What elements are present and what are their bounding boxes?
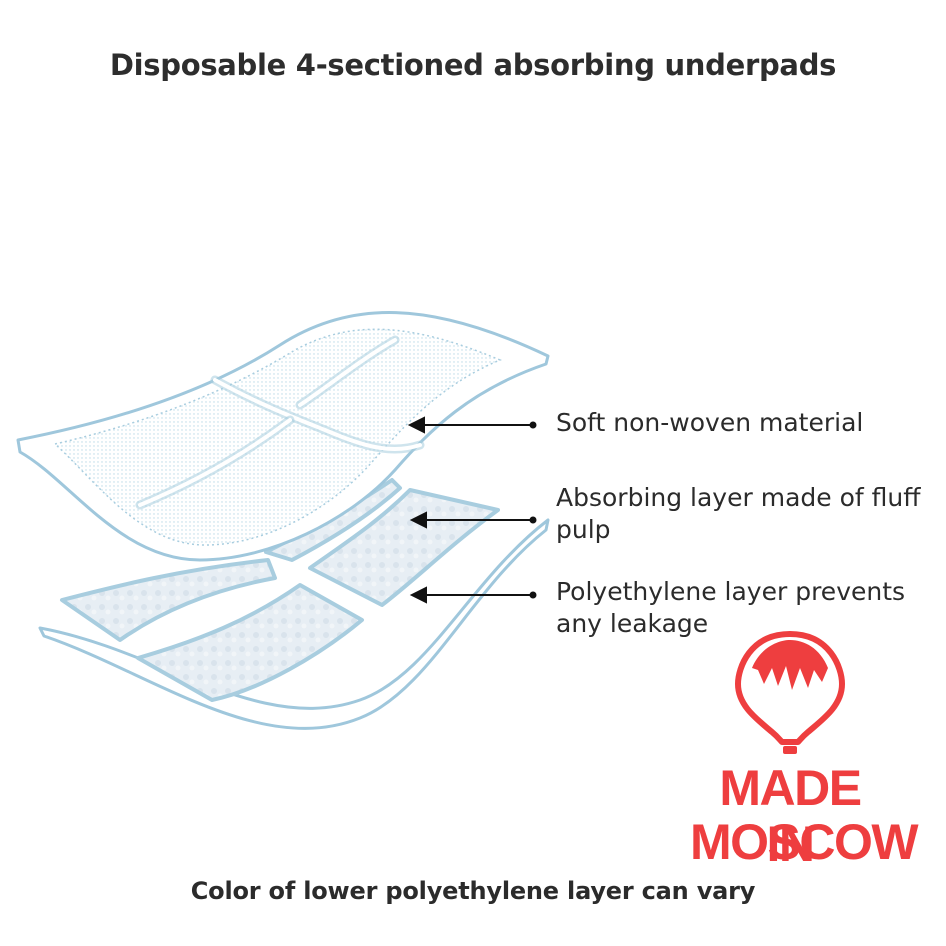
hot-air-balloon-icon [735, 631, 845, 754]
label-non-woven: Soft non-woven material [556, 408, 864, 437]
page-title: Disposable 4-sectioned absorbing underpa… [109, 48, 837, 82]
made-in-moscow-logo: MADE IN MOSCOW [690, 628, 919, 872]
callout-arrows [407, 416, 537, 604]
logo-text-moscow: MOSCOW [690, 814, 919, 870]
label-absorbing-pulp: Absorbing layer made of fluff pulp [556, 483, 921, 544]
non-woven-layer [16, 311, 550, 562]
logo-text-made-in: MADE IN [719, 760, 862, 872]
label-polyethylene: Polyethylene layer prevents any leakage [556, 577, 906, 638]
footer-note: Color of lower polyethylene layer can va… [190, 877, 756, 905]
